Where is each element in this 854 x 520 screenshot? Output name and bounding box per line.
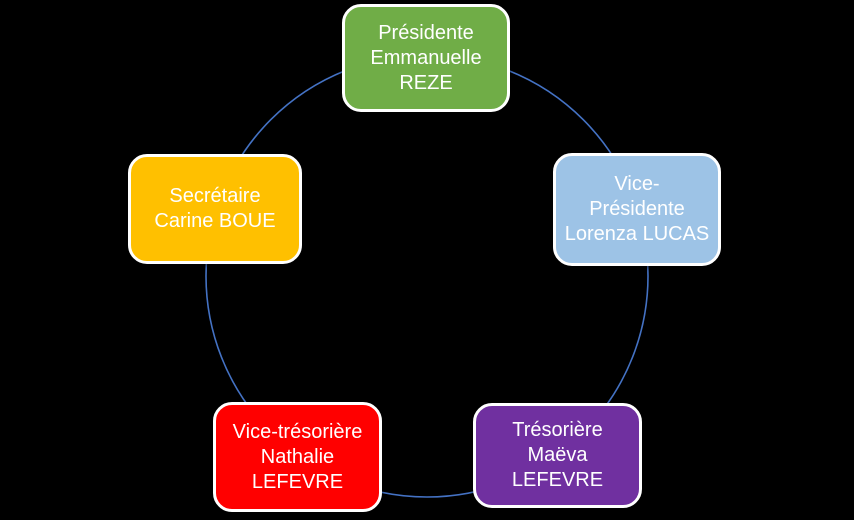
node-vice-presidente[interactable]: Vice- Présidente Lorenza LUCAS bbox=[553, 153, 721, 266]
node-presidente-label: Présidente Emmanuelle REZE bbox=[370, 21, 482, 94]
node-vice-presidente-label: Vice- Présidente Lorenza LUCAS bbox=[564, 173, 710, 245]
node-vice-tresoriere-label: Vice-trésorière Nathalie LEFEVRE bbox=[232, 420, 363, 493]
node-presidente[interactable]: Présidente Emmanuelle REZE bbox=[342, 4, 510, 112]
node-tresoriere[interactable]: Trésorière Maëva LEFEVRE bbox=[473, 403, 642, 508]
node-secretaire-label: Secrétaire Carine BOUE bbox=[154, 185, 276, 232]
node-vice-tresoriere[interactable]: Vice-trésorière Nathalie LEFEVRE bbox=[213, 402, 382, 512]
node-tresoriere-label: Trésorière Maëva LEFEVRE bbox=[511, 419, 604, 491]
node-secretaire[interactable]: Secrétaire Carine BOUE bbox=[128, 154, 302, 264]
